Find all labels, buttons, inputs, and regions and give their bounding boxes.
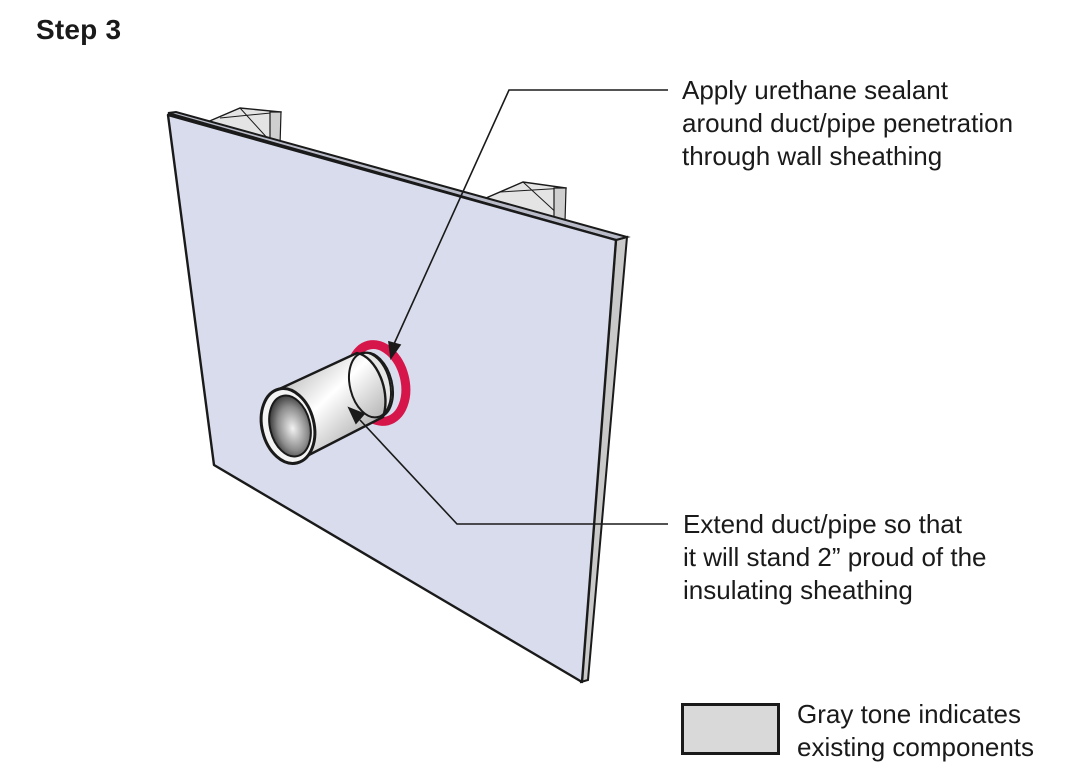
legend-text: Gray tone indicates existing components	[797, 698, 1034, 764]
callout-sealant-line-3: through wall sheathing	[682, 141, 943, 171]
step-title: Step 3	[36, 14, 122, 45]
leader-sealant	[388, 89, 668, 361]
legend-line-2: existing components	[797, 732, 1035, 762]
callout-sealant-line-2: around duct/pipe penetration	[682, 108, 1014, 138]
callout-sealant-line-1: Apply urethane sealant	[682, 75, 948, 105]
callout-extend: Extend duct/pipe so that it will stand 2…	[683, 508, 987, 607]
callout-extend-line-2: it will stand 2” proud of the	[683, 542, 987, 572]
callout-sealant: Apply urethane sealant around duct/pipe …	[682, 74, 1013, 173]
legend-line-1: Gray tone indicates	[797, 699, 1022, 729]
callout-extend-line-3: insulating sheathing	[683, 575, 913, 605]
leader-extend	[347, 406, 668, 525]
callout-extend-line-1: Extend duct/pipe so that	[683, 509, 962, 539]
stud-right	[484, 181, 567, 223]
legend-swatch	[681, 703, 780, 755]
